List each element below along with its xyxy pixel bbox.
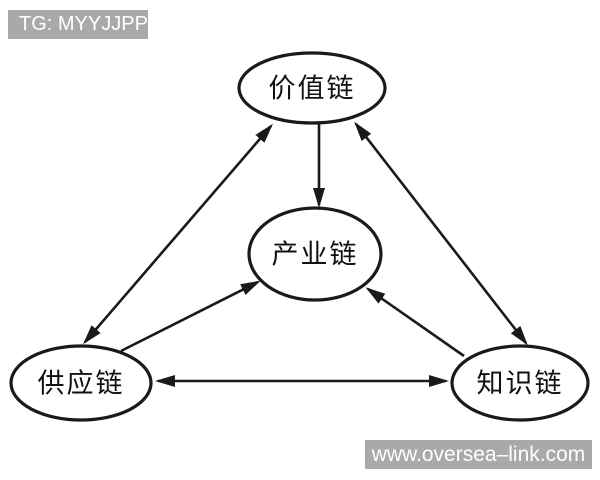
- node-label-industry-chain: 产业链: [272, 240, 359, 271]
- node-ellipse-industry-chain: [247, 206, 383, 302]
- node-value-chain: 价值链: [237, 51, 387, 125]
- node-ellipse-supply-chain: [9, 344, 153, 422]
- node-ellipse-knowledge-chain: [450, 344, 590, 422]
- node-label-supply-chain: 供应链: [38, 369, 125, 400]
- edge-supply-chain-to-industry-chain: [120, 280, 261, 353]
- watermark-site-badge: www.oversea–link.com: [365, 440, 592, 469]
- node-label-knowledge-chain: 知识链: [477, 369, 564, 400]
- edge-value-chain-to-supply-chain: [83, 123, 273, 345]
- edge-value-chain-to-knowledge-chain: [354, 121, 528, 346]
- node-industry-chain: 产业链: [247, 206, 383, 302]
- node-label-value-chain: 价值链: [269, 74, 356, 105]
- node-knowledge-chain: 知识链: [450, 344, 590, 422]
- node-supply-chain: 供应链: [9, 344, 153, 422]
- watermark-tg-badge: TG: MYYJJPP: [8, 10, 148, 39]
- node-ellipse-value-chain: [237, 51, 387, 125]
- edge-knowledge-chain-to-industry-chain: [365, 287, 465, 358]
